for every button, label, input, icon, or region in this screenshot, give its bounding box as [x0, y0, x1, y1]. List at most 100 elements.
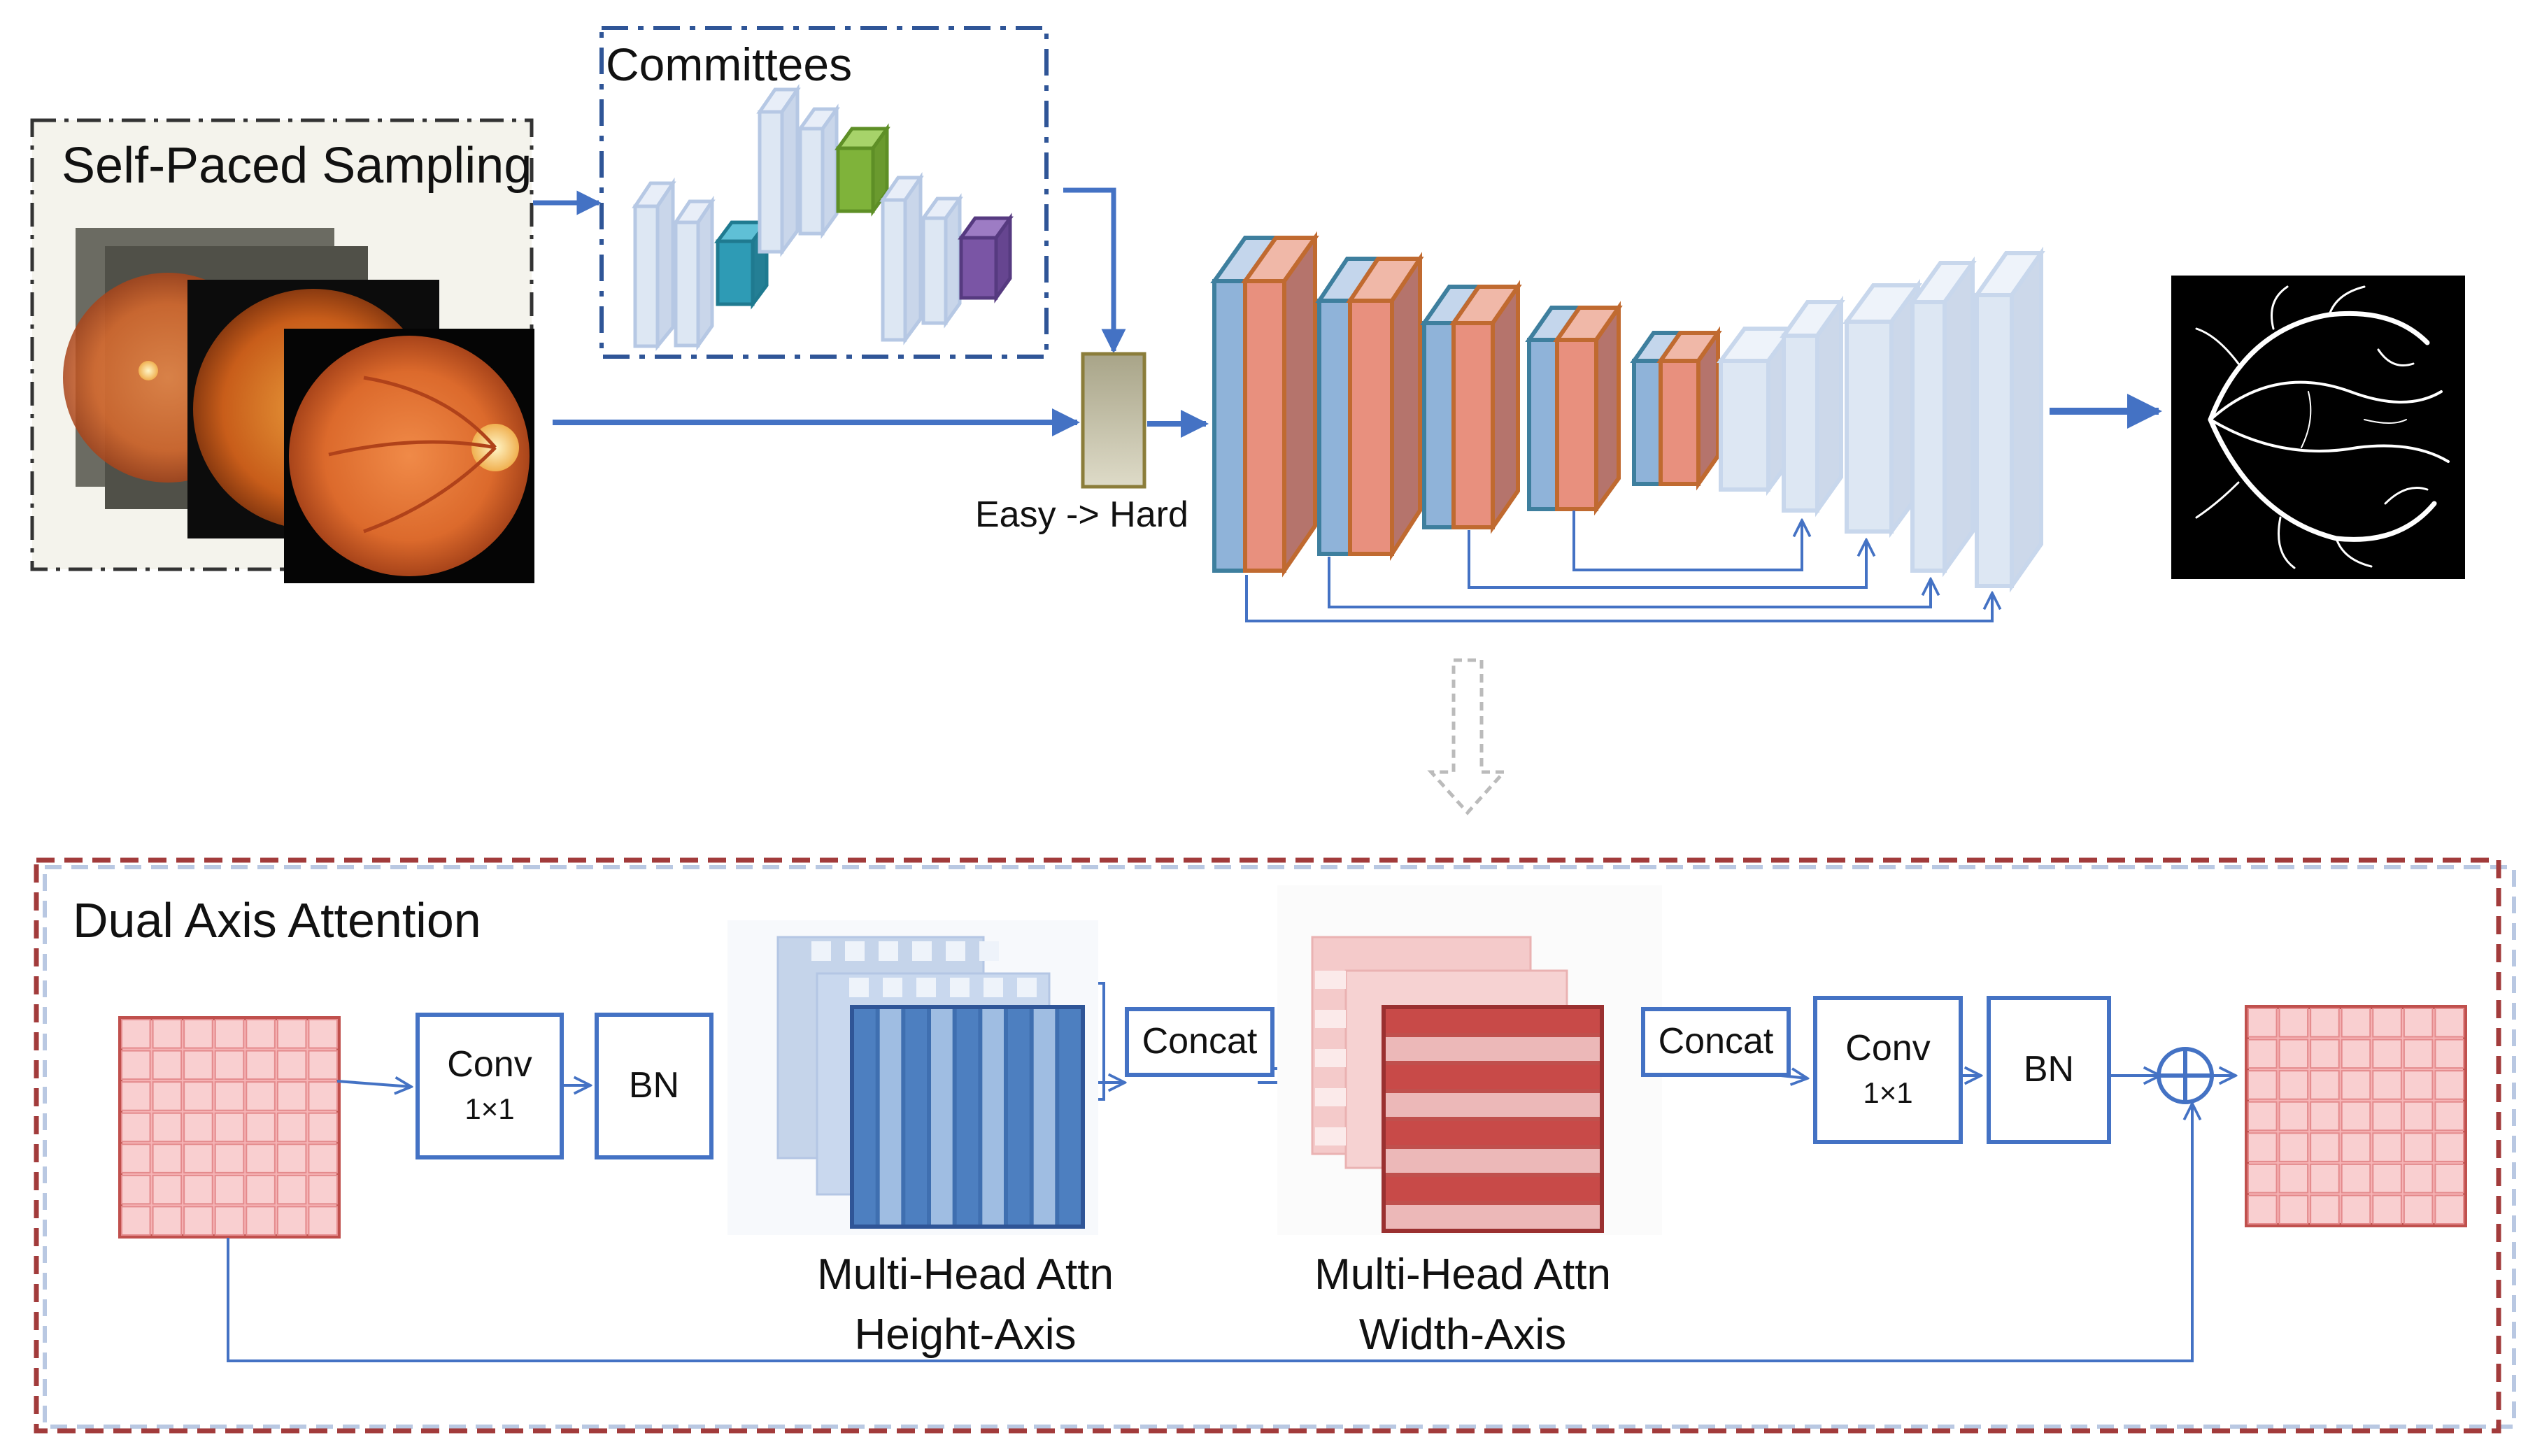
height-axis-attention-block [727, 920, 1098, 1235]
height-axis-back-cell [946, 941, 965, 961]
width-axis-back-cell [1315, 1049, 1346, 1067]
grid-cell [214, 1019, 245, 1049]
grid-cell [2278, 1039, 2309, 1069]
height-axis-stripe [956, 1009, 979, 1225]
grid-cell [2341, 1008, 2371, 1038]
grid-cell [2403, 1132, 2434, 1162]
grid-cell [246, 1174, 276, 1205]
grid-cell [2310, 1101, 2340, 1132]
grid-cell [308, 1206, 338, 1236]
decoder-block-4 [1908, 256, 1977, 578]
grid-cell [183, 1174, 213, 1205]
grid-cell [121, 1019, 151, 1049]
grid-cell [2434, 1163, 2464, 1194]
grid-cell [121, 1206, 151, 1236]
width-axis-title-line-2: Width-Axis [1358, 1311, 1567, 1359]
decoder-block-2 [1780, 295, 1845, 518]
dual-axis-attention-panel [34, 857, 2516, 1434]
grid-cell [276, 1019, 307, 1049]
grid-cell [2278, 1070, 2309, 1100]
grid-cell [214, 1112, 245, 1143]
grid-cell [2248, 1163, 2278, 1194]
width-axis-stripe [1386, 1065, 1600, 1089]
conv-1x1-block-1: Conv 1×1 [416, 1013, 564, 1159]
grid-cell [308, 1081, 338, 1111]
width-axis-title-line-1: Multi-Head Attn [1314, 1250, 1611, 1299]
grid-cell [2434, 1194, 2464, 1225]
width-axis-back-stripes [1315, 971, 1346, 1145]
hollow-down-arrow-icon [1427, 658, 1508, 815]
width-axis-stripe [1386, 1149, 1600, 1173]
committee-network-3 [879, 171, 1014, 345]
grid-cell [308, 1112, 338, 1143]
grid-cell [2310, 1070, 2340, 1100]
grid-cell [246, 1112, 276, 1143]
grid-cell [308, 1174, 338, 1205]
grid-cell [121, 1112, 151, 1143]
grid-cell [2310, 1132, 2340, 1162]
grid-cell [2372, 1132, 2402, 1162]
grid-cell [183, 1081, 213, 1111]
height-axis-back-cell [883, 978, 902, 997]
conv-1-kernel-label: 1×1 [464, 1092, 515, 1126]
conv-2-kernel-label: 1×1 [1863, 1076, 1913, 1110]
grid-cell [2403, 1163, 2434, 1194]
grid-cell [2310, 1039, 2340, 1069]
grid-cell [2372, 1101, 2402, 1132]
height-axis-back-cell [912, 941, 932, 961]
width-axis-attention-block [1277, 885, 1662, 1235]
height-axis-title-line-2: Height-Axis [854, 1311, 1077, 1359]
grid-cell [2248, 1070, 2278, 1100]
decoder-block-5 [1973, 246, 2045, 593]
bn-1-label: BN [628, 1065, 680, 1106]
grid-cell [183, 1206, 213, 1236]
grid-cell [2372, 1163, 2402, 1194]
grid-cell [152, 1019, 183, 1049]
grid-cell [2434, 1101, 2464, 1132]
grid-cell [2248, 1008, 2278, 1038]
height-axis-back-cell [950, 978, 970, 997]
grid-cell [2341, 1070, 2371, 1100]
grid-cell [2434, 1132, 2464, 1162]
concat-block-2: Concat [1641, 1007, 1791, 1077]
height-axis-stripe [982, 1009, 1004, 1225]
width-axis-back-cell [1315, 1127, 1346, 1145]
grid-cell [183, 1112, 213, 1143]
grid-cell [214, 1174, 245, 1205]
grid-cell [152, 1206, 183, 1236]
concat-1-label: Concat [1142, 1021, 1258, 1062]
grid-cell [2403, 1101, 2434, 1132]
grid-cell [2248, 1101, 2278, 1132]
conv-1x1-block-2: Conv 1×1 [1813, 996, 1963, 1144]
easy-hard-gate-block [1081, 352, 1146, 489]
height-axis-stripe [905, 1009, 927, 1225]
grid-cell [214, 1206, 245, 1236]
width-axis-front-stack [1382, 1005, 1604, 1233]
committees-label: Committees [606, 38, 853, 90]
grid-cell [183, 1143, 213, 1173]
grid-cell [2341, 1194, 2371, 1225]
grid-cell [308, 1143, 338, 1173]
grid-cell [2372, 1070, 2402, 1100]
grid-cell [276, 1050, 307, 1080]
grid-cell [2341, 1163, 2371, 1194]
height-axis-back-cell [845, 941, 865, 961]
height-axis-back-cell [1017, 978, 1037, 997]
grid-cell [2403, 1008, 2434, 1038]
circled-plus-icon [2157, 1047, 2214, 1104]
height-axis-back-cell [811, 941, 831, 961]
self-paced-sampling-panel [30, 118, 534, 583]
grid-cell [276, 1112, 307, 1143]
grid-cell [2434, 1008, 2464, 1038]
height-axis-stripe [931, 1009, 953, 1225]
bn-2-label: BN [2023, 1049, 2075, 1090]
grid-cell [121, 1143, 151, 1173]
grid-cell [2434, 1039, 2464, 1069]
grid-cell [2278, 1008, 2309, 1038]
grid-cell [276, 1081, 307, 1111]
grid-cell [2278, 1194, 2309, 1225]
decoder-block-1 [1717, 322, 1796, 497]
dual-axis-attention-label: Dual Axis Attention [73, 893, 481, 948]
grid-cell [2278, 1101, 2309, 1132]
